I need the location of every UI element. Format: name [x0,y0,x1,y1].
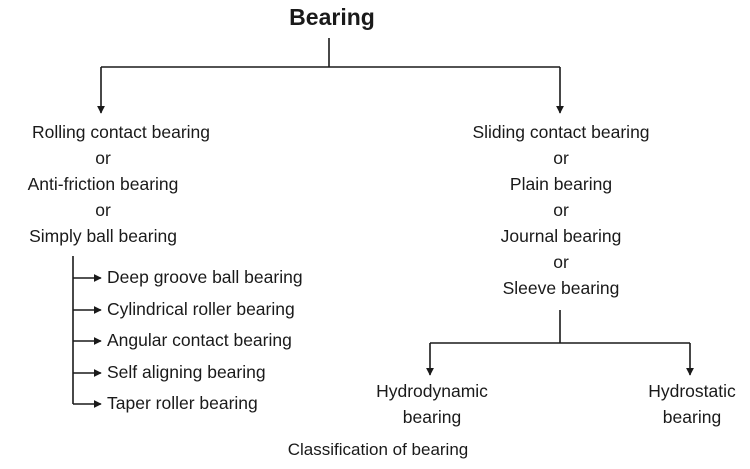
node-hydrodynamic: Hydrodynamic [376,381,488,401]
node-sliding-contact-bearing: Sliding contact bearing [472,122,650,142]
node-hydrostatic-bearing: bearing [662,407,722,427]
figure-caption: Classification of bearing [287,440,469,459]
diagram-title: Bearing [289,4,375,30]
node-anti-friction-bearing: Anti-friction bearing [27,174,179,194]
or-label: or [553,148,569,168]
type-cylindrical-roller-bearing: Cylindrical roller bearing [107,299,295,319]
or-label: or [95,200,111,220]
node-rolling-contact-bearing: Rolling contact bearing [31,122,211,142]
node-sleeve-bearing: Sleeve bearing [502,278,620,298]
or-label: or [553,252,569,272]
node-plain-bearing: Plain bearing [509,174,613,194]
type-self-aligning-bearing: Self aligning bearing [107,362,266,382]
or-label: or [553,200,569,220]
type-deep-groove-ball-bearing: Deep groove ball bearing [107,267,303,287]
node-journal-bearing: Journal bearing [500,226,622,246]
node-hydrostatic: Hydrostatic [648,381,736,401]
or-label: or [95,148,111,168]
node-simply-ball-bearing: Simply ball bearing [29,226,177,246]
type-taper-roller-bearing: Taper roller bearing [107,393,258,413]
type-angular-contact-bearing: Angular contact bearing [107,330,292,350]
node-hydrodynamic-bearing: bearing [402,407,462,427]
